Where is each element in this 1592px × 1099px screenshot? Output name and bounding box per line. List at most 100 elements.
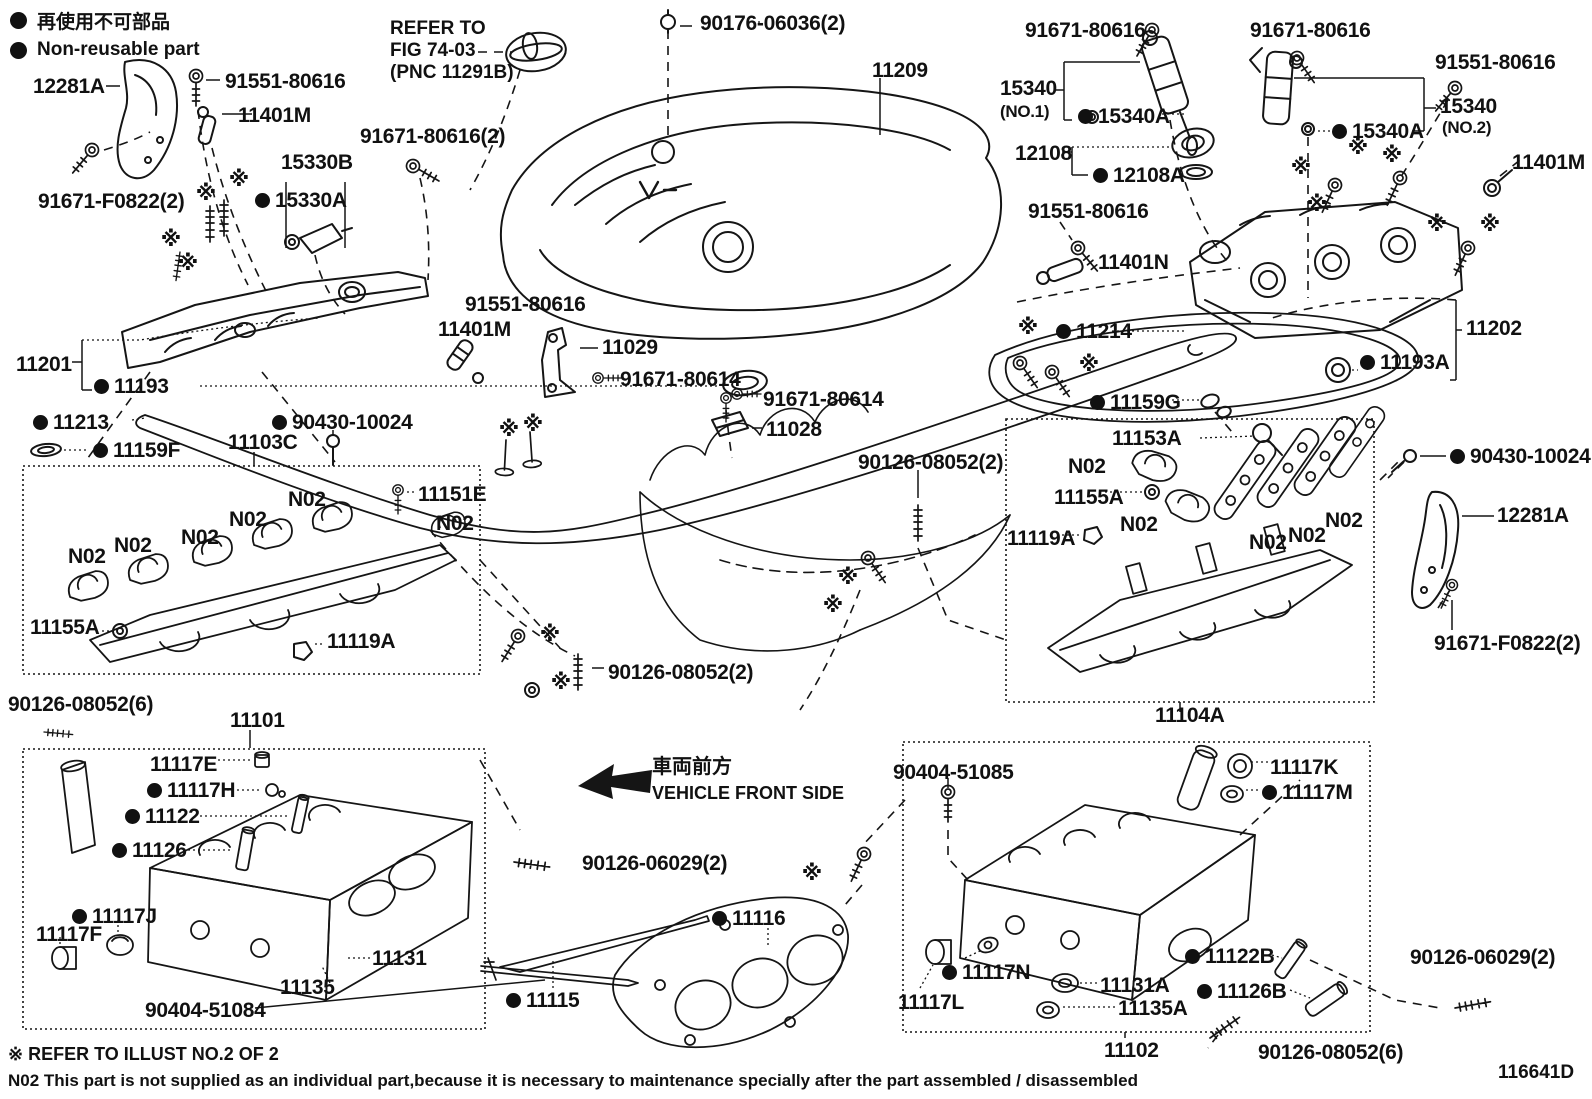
part-label-91671-80616[interactable]: 91671-80616 — [1025, 20, 1146, 41]
part-label--NO-2-[interactable]: (NO.2) — [1442, 119, 1492, 136]
part-label-91671-F0822-2-[interactable]: 91671-F0822(2) — [1434, 633, 1581, 654]
part-label-90430-10024[interactable]: 90430-10024 — [1450, 446, 1591, 467]
part-label-12108[interactable]: 12108 — [1015, 143, 1072, 164]
part-label-11131A[interactable]: 11131A — [1100, 975, 1170, 996]
part-label-11102[interactable]: 11102 — [1104, 1040, 1159, 1061]
part-label-11122[interactable]: 11122 — [125, 806, 200, 827]
part-label-11119A[interactable]: 11119A — [1007, 528, 1076, 549]
part-label-11117E[interactable]: 11117E — [150, 754, 217, 775]
part-label-11193[interactable]: 11193 — [94, 376, 169, 397]
part-label--NO-1-[interactable]: (NO.1) — [1000, 103, 1050, 120]
part-label-11135[interactable]: 11135 — [280, 977, 335, 998]
part-label-15340A[interactable]: 15340A — [1078, 106, 1170, 127]
part-label-11155A[interactable]: 11155A — [1054, 487, 1124, 508]
part-label-11155A[interactable]: 11155A — [30, 617, 100, 638]
part-label-91551-80616[interactable]: 91551-80616 — [225, 71, 346, 92]
part-label-11117M[interactable]: 11117M — [1262, 782, 1353, 803]
part-number-text: 11117E — [150, 753, 218, 776]
part-label-11131[interactable]: 11131 — [372, 948, 427, 969]
part-label-11029[interactable]: 11029 — [602, 337, 658, 358]
part-label-11117J[interactable]: 11117J — [72, 906, 157, 927]
part-label-11122B[interactable]: 11122B — [1185, 946, 1275, 967]
part-label-N02[interactable]: N02 — [1120, 514, 1158, 535]
part-label-11117K[interactable]: 11117K — [1270, 757, 1339, 778]
part-number-text: 11401N — [1098, 251, 1169, 274]
part-label-11117H[interactable]: 11117H — [147, 780, 236, 801]
part-label-15340A[interactable]: 15340A — [1332, 121, 1424, 142]
part-label-91551-80616[interactable]: 91551-80616 — [465, 294, 586, 315]
part-label-N02[interactable]: N02 — [229, 509, 267, 530]
part-label-11117L[interactable]: 11117L — [898, 992, 964, 1013]
part-label-N02[interactable]: N02 — [1325, 510, 1363, 531]
part-label-11201[interactable]: 11201 — [16, 354, 72, 375]
part-label-15330A[interactable]: 15330A — [255, 190, 347, 211]
part-label-90176-06036-2-[interactable]: 90176-06036(2) — [700, 13, 846, 34]
part-number-text: 12108A — [1113, 164, 1185, 187]
part-label-90404-51085[interactable]: 90404-51085 — [893, 762, 1014, 783]
part-label-11401M[interactable]: 11401M — [438, 319, 511, 340]
part-label-11028[interactable]: 11028 — [766, 419, 822, 440]
part-label-12281A[interactable]: 12281A — [1497, 505, 1569, 526]
part-label-91551-80616[interactable]: 91551-80616 — [1435, 52, 1556, 73]
part-label-90404-51084[interactable]: 90404-51084 — [145, 1000, 266, 1021]
part-label-15340[interactable]: 15340 — [1000, 78, 1057, 99]
part-label-11116[interactable]: 11116 — [712, 908, 786, 929]
part-label-11117F[interactable]: 11117F — [36, 924, 102, 945]
part-label-11401M[interactable]: 11401M — [238, 105, 311, 126]
part-label-11213[interactable]: 11213 — [33, 412, 109, 433]
part-label-11115[interactable]: 11115 — [506, 990, 580, 1011]
part-label-11401N[interactable]: 11401N — [1098, 252, 1169, 273]
part-label-N02[interactable]: N02 — [1288, 525, 1326, 546]
part-number-text: 91671-80614 — [620, 368, 741, 391]
rh-camshaft-housing-box — [1005, 418, 1375, 703]
part-label-91671-80616[interactable]: 91671-80616 — [1250, 20, 1371, 41]
part-label-12108A[interactable]: 12108A — [1093, 165, 1185, 186]
part-label-N02[interactable]: N02 — [68, 546, 106, 567]
part-label-11153A[interactable]: 11153A — [1112, 428, 1182, 449]
part-label-90126-08052-2-[interactable]: 90126-08052(2) — [858, 452, 1004, 473]
part-label-11159G[interactable]: 11159G — [1090, 392, 1181, 413]
part-label-N02[interactable]: N02 — [1249, 532, 1287, 553]
part-number-text: 11103C — [228, 431, 298, 454]
part-label-11117N[interactable]: 11117N — [942, 962, 1031, 983]
part-label-90126-06029-2-[interactable]: 90126-06029(2) — [1410, 947, 1556, 968]
part-label-11401M[interactable]: 11401M — [1512, 152, 1585, 173]
part-label-11214[interactable]: 11214 — [1056, 321, 1132, 342]
part-label-11126B[interactable]: 11126B — [1197, 981, 1287, 1002]
part-label-91671-F0822-2-[interactable]: 91671-F0822(2) — [38, 191, 185, 212]
part-label-11202[interactable]: 11202 — [1466, 318, 1522, 339]
part-label-90126-06029-2-[interactable]: 90126-06029(2) — [582, 853, 728, 874]
footnote-n02: N02 This part is not supplied as an indi… — [8, 1071, 1138, 1090]
part-label-11101[interactable]: 11101 — [230, 710, 285, 731]
part-number-text: 91671-80616 — [1250, 19, 1371, 42]
part-label-11103C[interactable]: 11103C — [228, 431, 298, 454]
part-label-N02[interactable]: N02 — [114, 535, 152, 556]
part-label-91671-80614[interactable]: 91671-80614 — [620, 369, 741, 390]
part-label-11193A[interactable]: 11193A — [1360, 352, 1450, 373]
valve-cover-gasket-11213 — [135, 332, 1238, 545]
part-label-N02[interactable]: N02 — [436, 513, 474, 534]
part-label-N02[interactable]: N02 — [181, 527, 219, 548]
part-label-11151E[interactable]: 11151E — [418, 484, 487, 505]
part-label-90430-10024[interactable]: 90430-10024 — [272, 412, 413, 433]
part-label-11209[interactable]: 11209 — [872, 60, 928, 81]
part-label-N02[interactable]: N02 — [1068, 456, 1106, 477]
part-label-15330B[interactable]: 15330B — [281, 152, 353, 173]
part-label-N02[interactable]: N02 — [288, 489, 326, 510]
part-label-11126[interactable]: 11126 — [112, 840, 187, 861]
non-reusable-dot-icon — [125, 809, 140, 824]
part-label-91551-80616[interactable]: 91551-80616 — [1028, 201, 1149, 222]
part-number-text: 11029 — [602, 336, 658, 359]
part-label-91671-80614[interactable]: 91671-80614 — [763, 389, 884, 410]
part-label-91671-80616-2-[interactable]: 91671-80616(2) — [360, 126, 506, 147]
part-label-90126-08052-6-[interactable]: 90126-08052(6) — [1258, 1042, 1404, 1063]
part-label-15340[interactable]: 15340 — [1440, 96, 1497, 117]
part-label-11119A[interactable]: 11119A — [327, 631, 396, 652]
part-label-11104A[interactable]: 11104A — [1155, 705, 1225, 726]
part-label-90126-08052-2-[interactable]: 90126-08052(2) — [608, 661, 754, 684]
part-number-text: 90126-08052(2) — [608, 661, 754, 684]
part-label-11159F[interactable]: 11159F — [93, 440, 180, 461]
part-label-11135A[interactable]: 11135A — [1118, 998, 1188, 1019]
part-label-90126-08052-6-[interactable]: 90126-08052(6) — [8, 694, 154, 715]
part-label-12281A[interactable]: 12281A — [33, 76, 105, 97]
